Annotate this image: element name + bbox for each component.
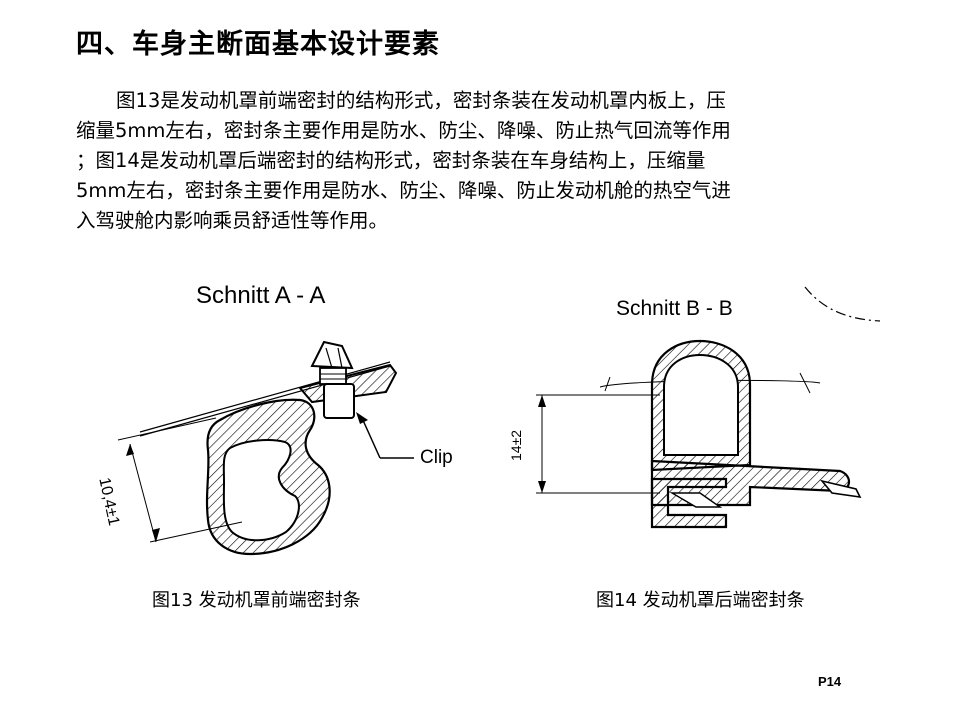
section-label-b: Schnitt B - B — [616, 297, 733, 320]
body-paragraph: 图13是发动机罩前端密封的结构形式，密封条装在发动机罩内板上，压 缩量5mm左右… — [76, 86, 876, 236]
paragraph-line: ；图14是发动机罩后端密封的结构形式，密封条装在车身结构上，压缩量 — [76, 149, 706, 172]
page-title: 四、车身主断面基本设计要素 — [76, 29, 440, 60]
clip-label: Clip — [420, 447, 453, 468]
section-label-a: Schnitt A - A — [196, 282, 326, 309]
figure-14-caption: 图14 发动机罩后端密封条 — [596, 590, 805, 611]
paragraph-line: 5mm左右，密封条主要作用是防水、防尘、降噪、防止发动机舱的热空气进 — [76, 179, 731, 202]
figure-13-caption: 图13 发动机罩前端密封条 — [152, 590, 361, 611]
page-number: P14 — [818, 674, 842, 689]
figure-14-drawing: Schnitt B - B 14±2 — [500, 275, 881, 555]
paragraph-line: 缩量5mm左右，密封条主要作用是防水、防尘、降噪、防止热气回流等作用 — [76, 119, 731, 142]
figure-13-drawing: Schnitt A - A Clip 10,4±1 — [90, 270, 490, 570]
dimension-label-b: 14±2 — [508, 429, 524, 461]
paragraph-line: 图13是发动机罩前端密封的结构形式，密封条装在发动机罩内板上，压 — [116, 89, 726, 112]
paragraph-line: 入驾驶舱内影响乘员舒适性等作用。 — [76, 209, 389, 232]
